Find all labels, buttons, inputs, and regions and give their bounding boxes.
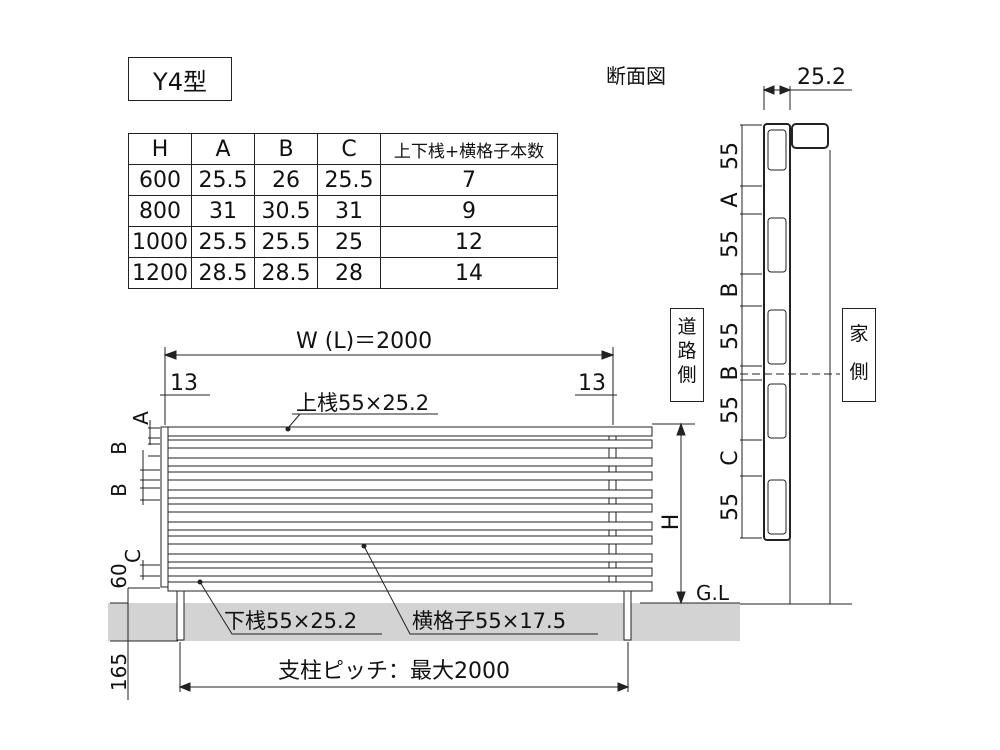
section-dim-label: 55: [718, 142, 743, 170]
right-margin-label: 13: [578, 371, 606, 396]
table-row: 1000 25.5 25.5 25 12: [128, 226, 558, 258]
slat: [167, 489, 653, 499]
cell: 9: [380, 195, 558, 227]
post-pitch-dimension: [178, 642, 630, 692]
cell: 12: [380, 226, 558, 258]
cell: 14: [380, 257, 558, 289]
cell: 25.5: [317, 164, 381, 196]
dim-60-label: 60: [107, 563, 131, 588]
section-dim-label: A: [718, 192, 743, 207]
dim-b1-label: B: [107, 441, 131, 455]
cell: 25.5: [191, 226, 255, 258]
cell: 1000: [128, 226, 192, 258]
slat-group: [167, 426, 653, 592]
header-count: 上下桟+横格子本数: [380, 133, 558, 165]
road-side-box: 道路側: [670, 308, 704, 402]
cell: 1200: [128, 257, 192, 289]
section-dim-label: B: [718, 365, 743, 380]
slat: [167, 439, 653, 449]
section-dim-label: 55: [718, 493, 743, 521]
left-post-footing: [176, 589, 185, 641]
bottom-rail: [167, 581, 653, 592]
header-h: H: [128, 133, 192, 165]
section-dim-label: C: [718, 450, 743, 465]
cell: 25.5: [191, 164, 255, 196]
section-depth-label: 25.2: [797, 65, 846, 90]
dim-c-label: C: [121, 549, 145, 563]
cell: 7: [380, 164, 558, 196]
table-row: 1200 28.5 28.5 28 14: [128, 257, 558, 289]
top-rail-dot: [285, 426, 291, 432]
slat: [167, 521, 653, 531]
cell: 600: [128, 164, 192, 196]
left-post: [160, 426, 169, 588]
section-dim-label: 55: [718, 396, 743, 424]
front-view: [160, 426, 653, 641]
header-b: B: [254, 133, 318, 165]
left-dimensions: [110, 420, 178, 700]
section-dim-label: B: [718, 282, 743, 297]
slat: [167, 503, 653, 513]
height-dimension: [640, 422, 740, 605]
cell: 800: [128, 195, 192, 227]
cell: 31: [191, 195, 255, 227]
slat: [167, 567, 653, 577]
dim-a-label: A: [129, 411, 153, 425]
spec-header-row: H A B C 上下桟+横格子本数: [128, 133, 558, 165]
slat: [167, 471, 653, 481]
top-rail-label: 上桟55×25.2: [296, 391, 429, 415]
house-side-box: 家側: [842, 308, 876, 402]
dim-b2-label: B: [107, 483, 131, 497]
cell: 28.5: [254, 257, 318, 289]
left-margin-label: 13: [170, 371, 198, 396]
section-dim-label: 55: [718, 230, 743, 258]
header-c: C: [317, 133, 381, 165]
cell: 28: [317, 257, 381, 289]
cell: 31: [317, 195, 381, 227]
height-label: H: [659, 514, 684, 531]
ground-fill: [108, 603, 740, 641]
slat: [167, 457, 653, 467]
bottom-rail-leader: [199, 581, 382, 635]
top-rail-leader: [287, 413, 301, 429]
road-side-label: 道路側: [677, 316, 697, 386]
section-view: [740, 85, 852, 605]
section-dim-label: 55: [718, 322, 743, 350]
header-a: A: [191, 133, 255, 165]
slat: [167, 535, 653, 545]
slat-leader: [363, 545, 598, 635]
bottom-rail-label: 下桟55×25.2: [224, 609, 357, 633]
top-rail: [167, 426, 653, 437]
gl-label: G.L: [696, 581, 730, 605]
cell: 28.5: [191, 257, 255, 289]
width-label: W (L)＝2000: [296, 329, 432, 354]
house-side-label: 家側: [849, 323, 869, 383]
slat-label: 横格子55×17.5: [412, 609, 566, 633]
right-post-footing: [623, 589, 632, 641]
cell: 25: [317, 226, 381, 258]
width-dimension: [160, 347, 617, 425]
type-label: Y4型: [128, 57, 232, 101]
table-row: 600 25.5 26 25.5 7: [128, 164, 558, 196]
dim-165-label: 165: [107, 653, 131, 691]
section-title: 断面図: [606, 64, 666, 88]
cell: 25.5: [254, 226, 318, 258]
cell: 30.5: [254, 195, 318, 227]
post-pitch-label: 支柱ピッチ：最大2000: [278, 659, 510, 684]
slat: [167, 553, 653, 563]
cell: 26: [254, 164, 318, 196]
spec-table: H A B C 上下桟+横格子本数 600 25.5 26 25.5 7 800…: [128, 133, 558, 289]
table-row: 800 31 30.5 31 9: [128, 195, 558, 227]
